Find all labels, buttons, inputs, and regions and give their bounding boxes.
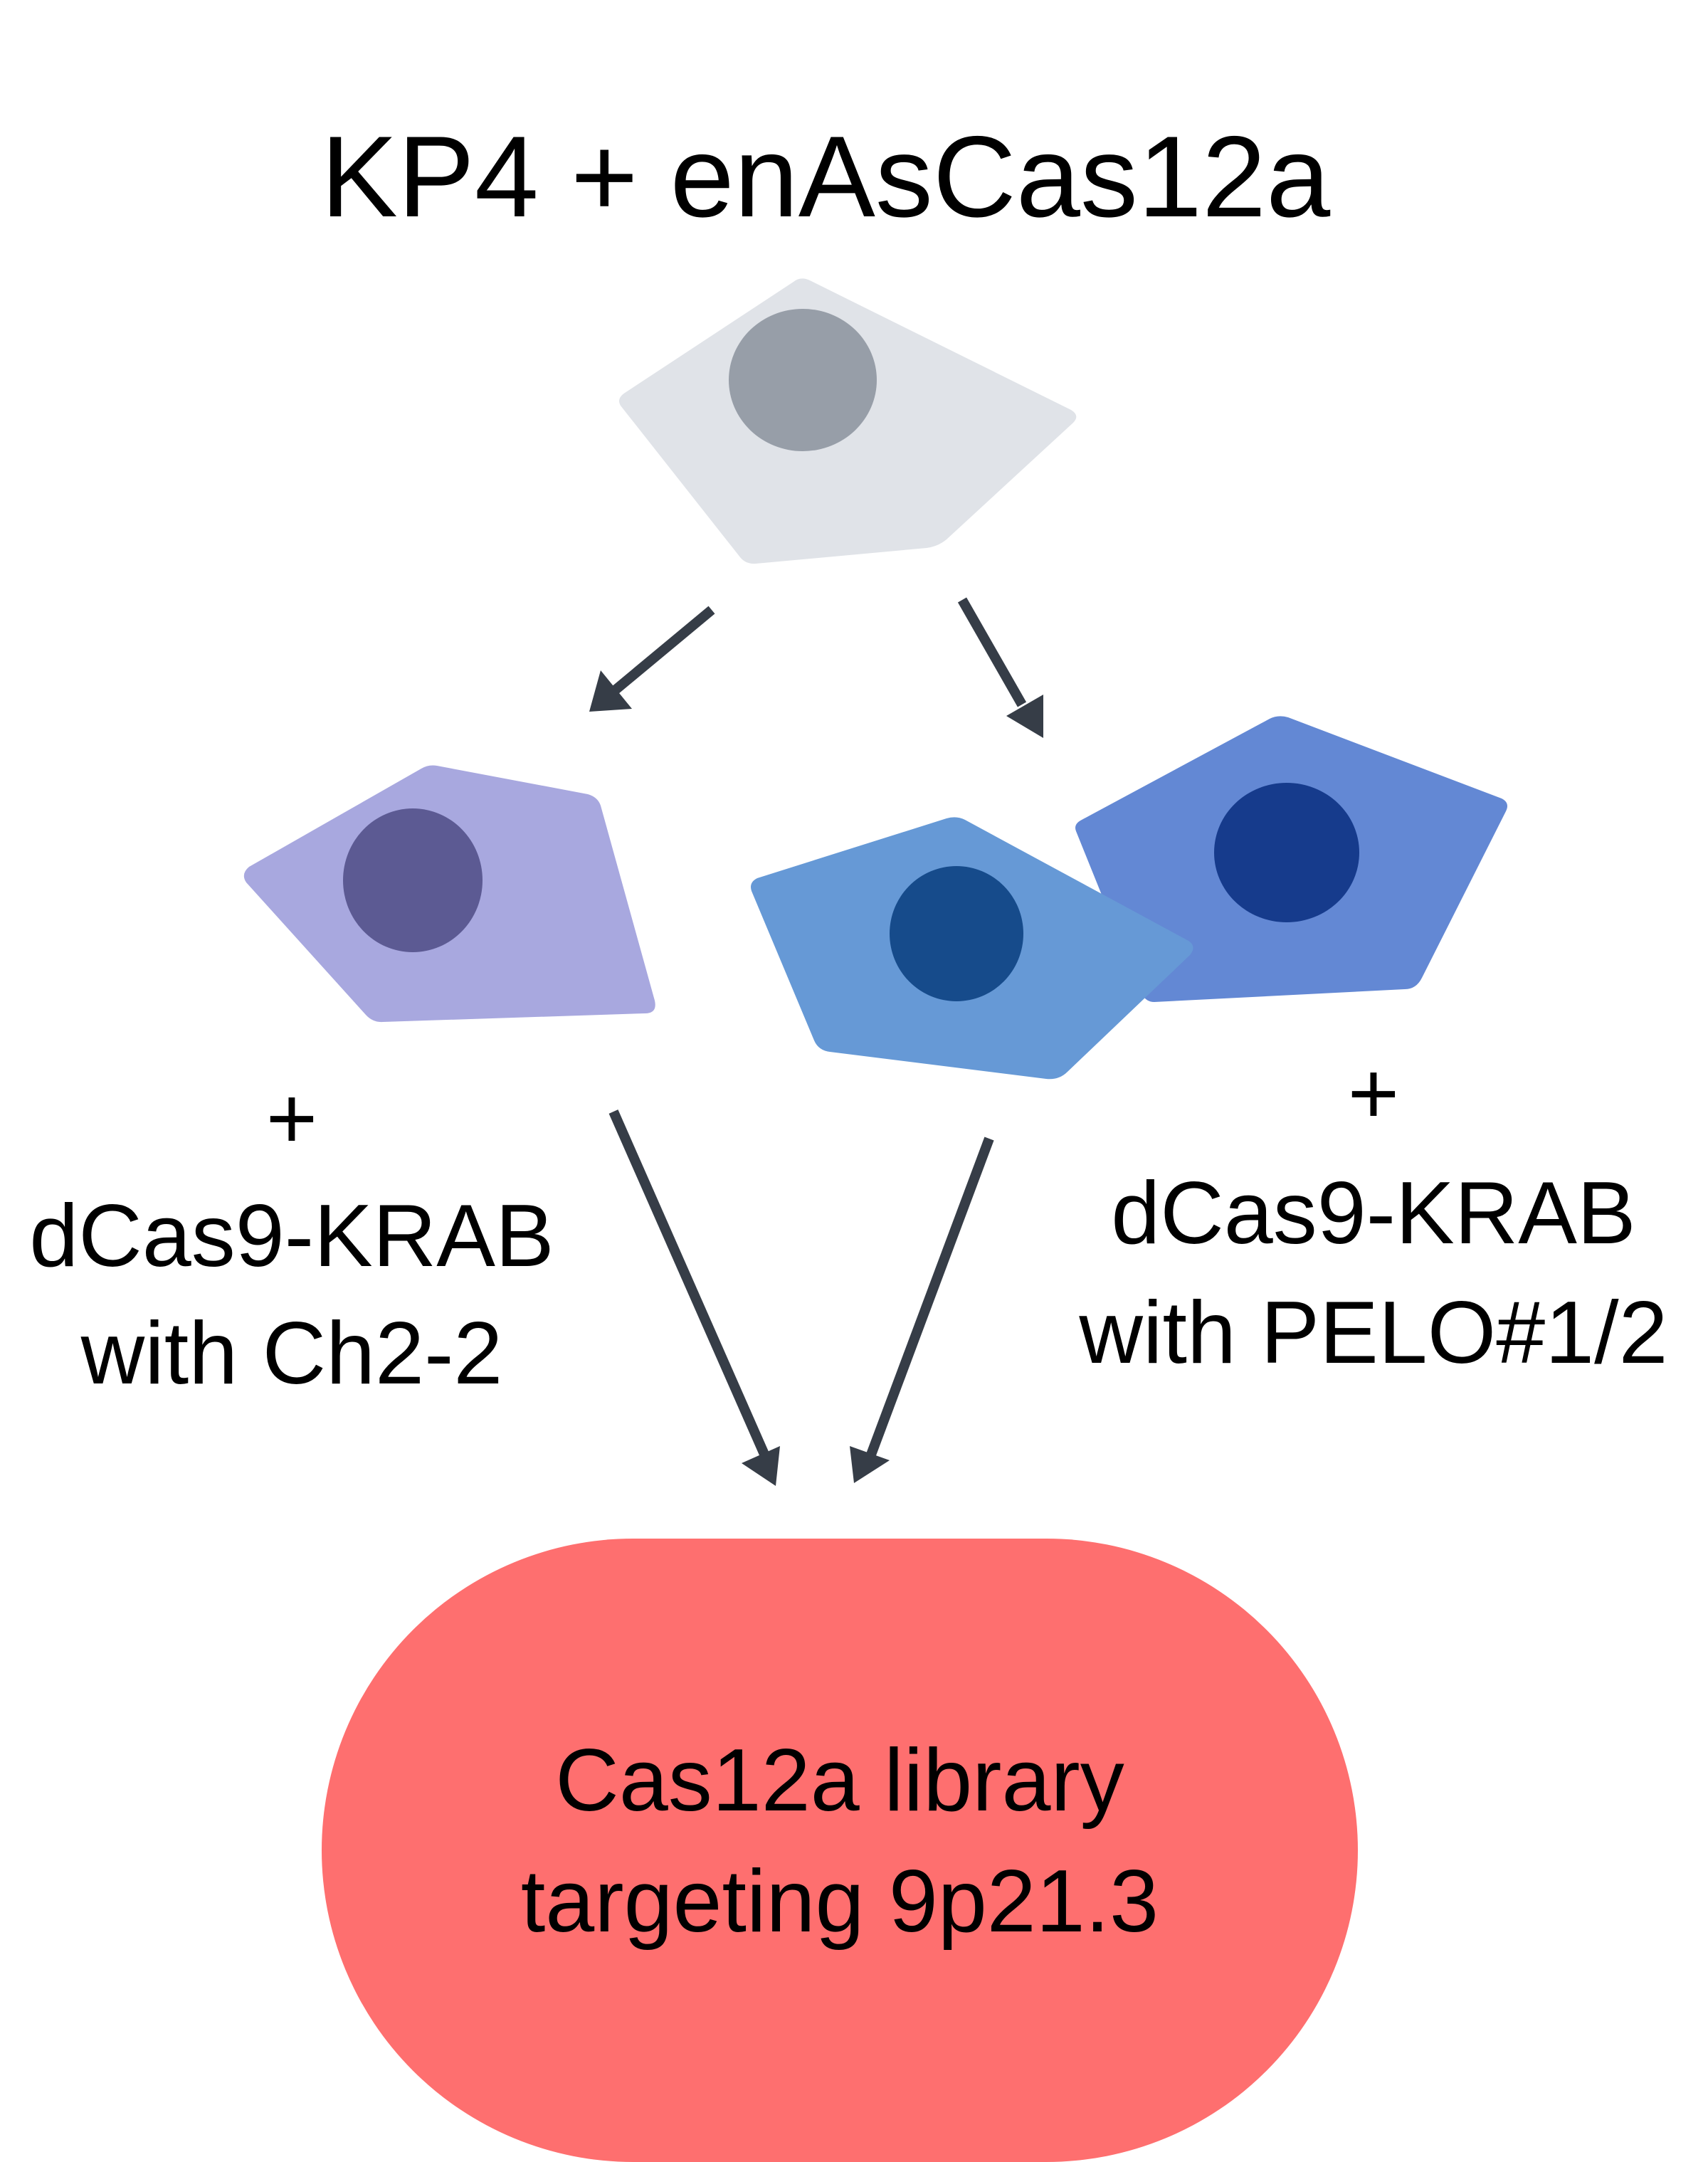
right-condition-plus: + <box>1347 1045 1400 1143</box>
right-condition-line1: dCas9-KRAB <box>1111 1164 1636 1262</box>
library-pill <box>322 1539 1358 2162</box>
left-condition-label: + dCas9-KRAB with Ch2-2 <box>0 1075 584 1427</box>
right-condition-line2: with PELO#1/2 <box>1079 1284 1668 1382</box>
arrow-parent-to-right <box>957 597 1027 707</box>
right-cell-front <box>751 817 1193 1080</box>
library-label: Cas12a library targeting 9p21.3 <box>327 1736 1352 1978</box>
arrowhead-left-to-library <box>742 1446 780 1486</box>
right-condition-label: + dCas9-KRAB with PELO#1/2 <box>1039 1050 1708 1408</box>
library-line1: Cas12a library <box>555 1731 1124 1830</box>
right-cell-back <box>1075 716 1507 1002</box>
arrow-right-to-library <box>866 1137 994 1457</box>
left-cell-nucleus <box>343 808 483 952</box>
arrowhead-right-to-library <box>850 1446 890 1483</box>
arrowhead-parent-to-left <box>589 670 632 712</box>
left-condition-plus: + <box>265 1070 318 1168</box>
left-cell <box>243 765 655 1023</box>
right-cell-front-nucleus <box>890 866 1023 1001</box>
library-line2: targeting 9p21.3 <box>520 1852 1159 1951</box>
parent-cell-nucleus <box>729 309 877 451</box>
arrowhead-parent-to-right <box>1006 695 1043 738</box>
arrow-parent-to-left <box>594 606 715 709</box>
diagram-title: KP4 + enAsCas12a <box>320 112 1331 241</box>
right-cell-back-nucleus <box>1214 783 1359 922</box>
left-condition-line1: dCas9-KRAB <box>29 1187 554 1285</box>
parent-cell <box>619 278 1077 564</box>
arrow-left-to-library <box>608 1109 771 1460</box>
left-condition-line2: with Ch2-2 <box>80 1304 503 1403</box>
